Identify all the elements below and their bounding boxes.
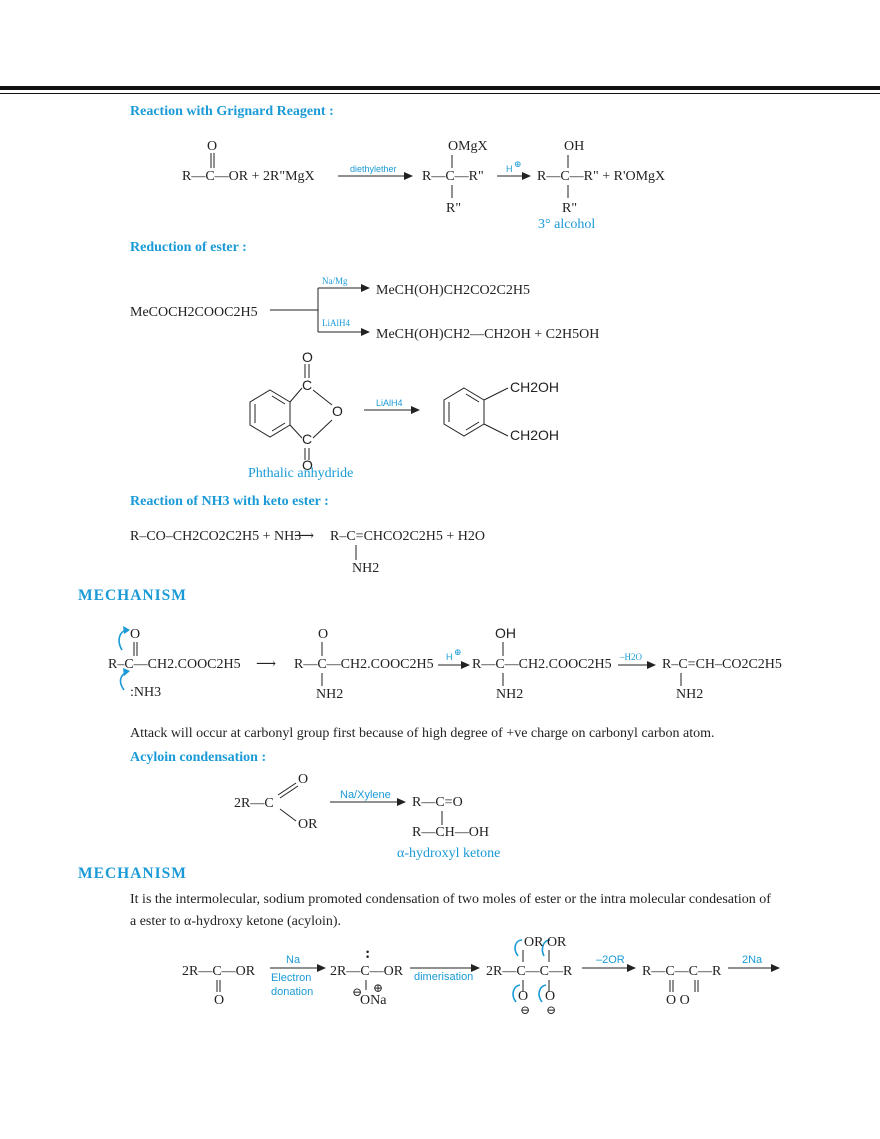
mech2-step3-minus: ⊖ — [520, 1003, 530, 1017]
mech1-step1: R–C—CH2.COOC2H5 — [108, 657, 241, 672]
mech2-step4-oxygens: O O — [666, 993, 690, 1008]
product-bottom: R" — [562, 201, 577, 216]
mech1-step2-nh2: NH2 — [316, 687, 343, 702]
mech1-step3-nh2: NH2 — [496, 687, 523, 702]
mech1-arrow-1: ⟶ — [256, 657, 276, 672]
acyloin-reaction: 2R—C O OR Na/Xylene R—C=O R—CH—OH α-hydr… — [234, 772, 500, 861]
section-mechanism-1: MECHANISM — [78, 587, 187, 604]
curved-arrow-icon — [541, 939, 551, 957]
heading-nh3: Reaction of NH3 with keto ester : — [130, 494, 329, 509]
minus-circle-icon: ⊖ — [546, 1003, 556, 1017]
reduction-product-2: MeCH(OH)CH2—CH2OH + C2H5OH — [376, 327, 599, 342]
nh3-product: R–C=CHCO2C2H5 + H2O — [330, 529, 485, 544]
mech2-reagent-1a: Na — [286, 954, 301, 966]
acyloin-reactant: 2R—C — [234, 796, 274, 811]
benzene-ring — [249, 389, 291, 438]
diol-top: CH2OH — [510, 379, 559, 395]
plus-circle-icon: ⊕ — [454, 647, 462, 657]
anhydride-label: Phthalic anhydride — [248, 466, 353, 481]
acyloin-or: OR — [298, 817, 318, 832]
mech2-step4: R—C—C—R — [642, 964, 722, 979]
intermediate-bottom: R" — [446, 201, 461, 216]
heading-acyloin: Acyloin condensation : — [130, 750, 267, 765]
ester-oxygen: O — [207, 139, 217, 154]
curved-arrow-icon — [118, 629, 129, 651]
mech1-s2-oxygen: O — [318, 627, 328, 642]
intermediate-top: OMgX — [448, 139, 488, 154]
mechanism-1: O R–C—CH2.COOC2H5 :NH3 ⟶ O R—C—CH2.COOC2… — [108, 625, 782, 702]
mech1-step1-nh3: :NH3 — [130, 685, 161, 700]
section-mechanism-2: MECHANISM — [78, 865, 187, 882]
nh3-arrow: ⟶ — [294, 529, 314, 544]
grignard-reagent: diethylether — [350, 164, 397, 174]
mech2-reagent-2: dimerisation — [414, 971, 473, 983]
mech1-acid: H — [446, 652, 453, 662]
acyloin-product-top: R—C=O — [412, 795, 463, 810]
acid-reagent: H — [506, 164, 513, 174]
product-top: OH — [564, 139, 584, 154]
nh3-product-nh2: NH2 — [352, 561, 379, 576]
product-label: 3° alcohol — [538, 217, 595, 232]
reduction-reagent-2: LiAlH4 — [322, 318, 350, 328]
mech1-step4: R–C=CH–CO2C2H5 — [662, 657, 782, 672]
mech2-step2-minus: ⊖ — [352, 985, 362, 999]
product-benzene-ring — [443, 387, 485, 437]
mech1-s1-oxygen: O — [130, 627, 140, 642]
grignard-reactants: R—C—OR + 2R"MgX — [182, 169, 315, 184]
product-middle: R—C—R" + R'OMgX — [537, 169, 665, 184]
mech1-step4-nh2: NH2 — [676, 687, 703, 702]
radical-dot-icon: : — [365, 945, 370, 962]
diol-bottom: CH2OH — [510, 427, 559, 443]
heading-grignard: Reaction with Grignard Reagent : — [130, 104, 334, 119]
nh3-reactants: R–CO–CH2CO2C2H5 + NH3 — [130, 529, 301, 544]
nh3-reaction: R–CO–CH2CO2C2H5 + NH3 ⟶ R–C=CHCO2C2H5 + … — [130, 529, 485, 576]
anhydride-reagent: LiAlH4 — [376, 398, 403, 408]
phthalic-anhydride-reaction: C C O O O LiAlH4 CH2OH CH2OH Phthalic an… — [248, 349, 559, 481]
anhydride-carbon-top: C — [302, 377, 312, 393]
anhydride-carbon-bottom: C — [302, 431, 312, 447]
mech2-step1-oxygen: O — [214, 993, 224, 1008]
mech2-step3-o1: O — [518, 989, 528, 1004]
curved-arrow-icon — [514, 939, 523, 957]
anhydride-oxygen-top: O — [302, 349, 313, 365]
mech1-dehydration: –H2O — [619, 652, 642, 662]
acyloin-product-bottom: R—CH—OH — [412, 825, 489, 840]
acyloin-product-label: α-hydroxyl ketone — [397, 846, 500, 861]
mech2-step2: 2R—C—OR — [330, 964, 404, 979]
mech2-reagent-1b: Electron — [271, 972, 311, 984]
acyloin-mechanism-line-1: It is the intermolecular, sodium promote… — [130, 892, 771, 907]
mech2-step3: 2R—C—C—R — [486, 964, 573, 979]
curved-arrow-icon — [538, 984, 547, 1003]
mech1-s3-oh: OH — [495, 625, 516, 641]
anhydride-oxygen-bottom: O — [302, 457, 313, 473]
reduction-product-1: MeCH(OH)CH2CO2C2H5 — [376, 283, 530, 298]
anhydride-ring-oxygen: O — [332, 403, 343, 419]
intermediate-middle: R—C—R" — [422, 169, 484, 184]
acyloin-reagent: Na/Xylene — [340, 789, 391, 801]
mech2-step3-or: OR OR — [524, 935, 567, 950]
mechanism-2: 2R—C—OR O Na Electron donation 2R—C—OR :… — [182, 935, 780, 1017]
mech2-reagent-4: 2Na — [742, 954, 763, 966]
plus-circle-icon: ⊕ — [514, 159, 522, 169]
top-rule-thin — [0, 93, 880, 94]
curved-arrow-icon — [512, 984, 521, 1003]
reduction-reagent-1: Na/Mg — [322, 276, 348, 286]
mech2-step2-ona: ONa — [360, 993, 387, 1008]
mech2-step1: 2R—C—OR — [182, 964, 256, 979]
mech2-reagent-3: –2OR — [596, 954, 625, 966]
mech2-step2-plus: ⊕ — [373, 981, 383, 995]
mech2-step3-o2: O — [545, 989, 555, 1004]
attack-note: Attack will occur at carbonyl group firs… — [130, 726, 715, 741]
mech2-reagent-1c: donation — [271, 986, 313, 998]
reduction-reaction: MeCOCH2COOC2H5 Na/Mg LiAlH4 MeCH(OH)CH2C… — [130, 276, 599, 342]
mech1-step3: R—C—CH2.COOC2H5 — [472, 657, 612, 672]
heading-reduction: Reduction of ester : — [130, 240, 247, 255]
acyloin-mechanism-line-2: a ester to α-hydroxy ketone (acyloin). — [130, 914, 342, 929]
acyloin-oxygen: O — [298, 772, 308, 787]
mech1-step2: R—C—CH2.COOC2H5 — [294, 657, 434, 672]
reduction-reactant: MeCOCH2COOC2H5 — [130, 305, 258, 320]
grignard-reaction: O R—C—OR + 2R"MgX diethylether OMgX R—C—… — [182, 139, 665, 232]
top-rule-thick — [0, 86, 880, 90]
